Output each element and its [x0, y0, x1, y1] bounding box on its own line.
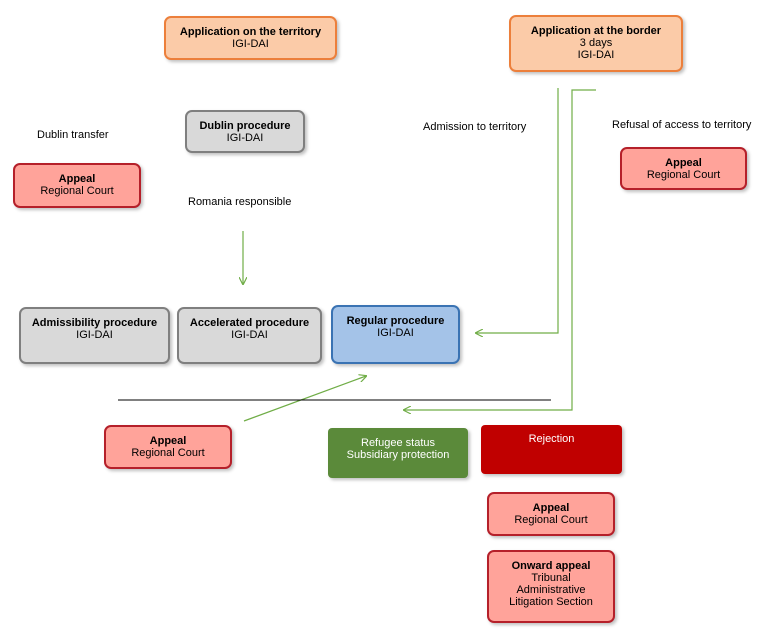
refugee-status-label: Refugee status [361, 437, 435, 449]
application-territory-box: Application on the territory IGI-DAI [164, 16, 337, 60]
admission-to-territory-label: Admission to territory [423, 121, 527, 133]
box-subtitle: IGI-DAI [231, 329, 268, 341]
box-subtitle: Regional Court [40, 185, 114, 197]
box-title: Regular procedure [346, 315, 445, 327]
refusal-of-access-label: Refusal of access to territory [612, 119, 752, 131]
box-subtitle: Regional Court [131, 447, 205, 459]
appeal-regular-box: Appeal Regional Court [104, 425, 232, 469]
dublin-procedure-box: Dublin procedure IGI-DAI [185, 110, 305, 153]
box-title: Onward appeal [511, 560, 591, 572]
box-subtitle: Litigation Section [509, 596, 593, 608]
box-subtitle: 3 days [579, 37, 613, 49]
box-subtitle: IGI-DAI [76, 329, 113, 341]
box-title: Dublin procedure [199, 120, 291, 132]
onward-appeal-box: Onward appeal Tribunal Administrative Li… [487, 550, 615, 623]
box-title: Application on the territory [179, 26, 322, 38]
regular-procedure-box: Regular procedure IGI-DAI [331, 305, 460, 364]
box-subtitle: Administrative [516, 584, 586, 596]
appeal-rejection-box: Appeal Regional Court [487, 492, 615, 536]
box-subtitle: IGI-DAI [226, 132, 264, 144]
box-subtitle: IGI-DAI [377, 327, 414, 339]
box-title: Appeal [149, 435, 187, 447]
accelerated-procedure-box: Accelerated procedure IGI-DAI [177, 307, 322, 364]
box-subtitle: Regional Court [646, 169, 721, 181]
application-border-box: Application at the border 3 days IGI-DAI [509, 15, 683, 72]
dublin-transfer-label: Dublin transfer [37, 129, 109, 141]
box-title: Accelerated procedure [189, 317, 310, 329]
box-subtitle: Tribunal [531, 572, 571, 584]
romania-responsible-label: Romania responsible [188, 196, 292, 208]
box-title: Application at the border [530, 25, 662, 37]
appeal-refusal-box: Appeal Regional Court [620, 147, 747, 190]
rejection-box: Rejection [481, 425, 622, 474]
box-title: Appeal [665, 157, 702, 169]
rejection-label: Rejection [528, 433, 575, 445]
box-subtitle: IGI-DAI [232, 38, 269, 50]
admissibility-procedure-box: Admissibility procedure IGI-DAI [19, 307, 170, 364]
box-title: Admissibility procedure [31, 317, 158, 329]
subsidiary-protection-label: Subsidiary protection [346, 449, 450, 461]
refugee-status-box: Refugee status Subsidiary protection [328, 428, 468, 478]
box-subtitle: IGI-DAI [577, 49, 615, 61]
box-subtitle: Regional Court [514, 514, 588, 526]
arrow-appeal-to-regular [243, 376, 366, 422]
box-title: Appeal [532, 502, 570, 514]
appeal-dublin-box: Appeal Regional Court [13, 163, 141, 208]
arrow-admission-to-regular [476, 88, 559, 333]
arrow-refusal-to-decision [404, 89, 596, 410]
box-title: Appeal [58, 173, 96, 185]
